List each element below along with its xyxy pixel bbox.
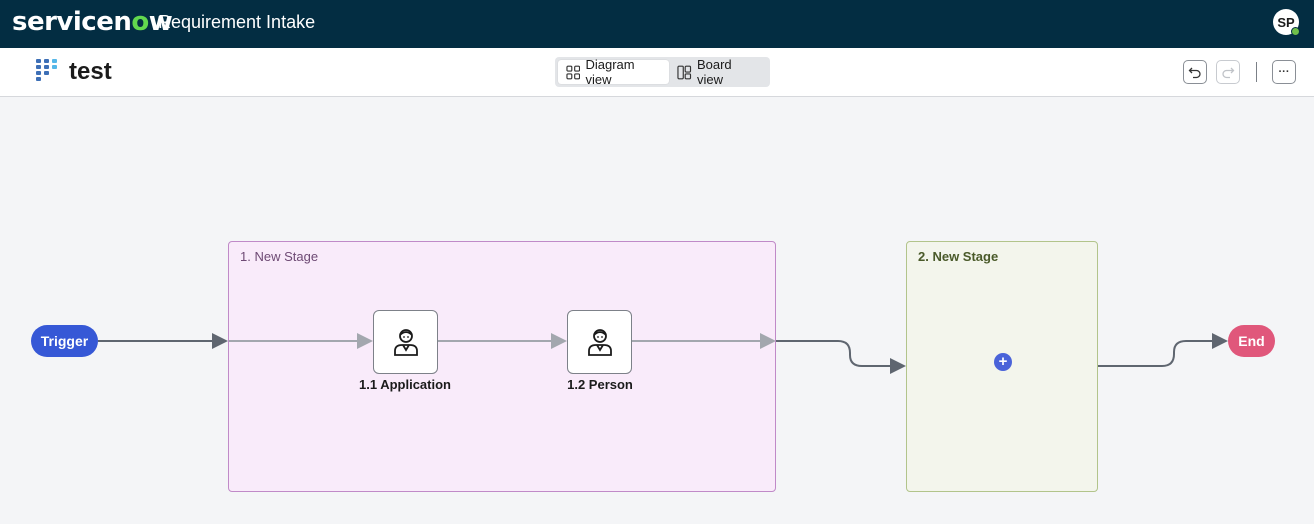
stage-2-label: 2. New Stage [918, 249, 999, 264]
trigger-label: Trigger [40, 333, 89, 349]
diagram-canvas[interactable]: 1. New Stage 2. New Stage Trigger End [0, 97, 1314, 524]
diagram-icon [566, 65, 581, 79]
view-toggle: Diagram view Board view [555, 57, 770, 87]
undo-icon [1188, 67, 1201, 79]
servicenow-logo[interactable]: servicenow [12, 7, 173, 37]
activity-label-application: 1.1 Application [359, 377, 451, 392]
trigger-node[interactable]: Trigger [31, 325, 98, 357]
activity-label-person: 1.2 Person [567, 377, 633, 392]
diagram-view-label: Diagram view [585, 57, 635, 87]
top-header: servicenow Requirement Intake SP [0, 0, 1314, 48]
presence-indicator [1291, 27, 1300, 36]
brand-accent-letter: o [131, 7, 149, 37]
add-activity-button[interactable]: + [994, 353, 1012, 371]
activity-node-person[interactable] [567, 310, 632, 374]
process-title: test [69, 58, 112, 85]
end-label: End [1238, 333, 1265, 349]
board-view-button[interactable]: Board view [669, 57, 767, 87]
undo-button[interactable] [1183, 60, 1207, 84]
more-options-button[interactable]: ··· [1272, 60, 1296, 84]
app-title: Requirement Intake [158, 12, 316, 32]
process-icon [36, 59, 57, 81]
brand-text: servicenow [12, 7, 173, 37]
redo-button[interactable] [1216, 60, 1240, 84]
stage-1-label: 1. New Stage [240, 249, 319, 264]
activity-node-application[interactable] [373, 310, 438, 374]
user-avatar[interactable]: SP [1273, 9, 1300, 36]
person-icon [393, 329, 418, 356]
toolbar-divider [1256, 62, 1257, 82]
redo-icon [1222, 67, 1235, 79]
diagram-view-button[interactable]: Diagram view [558, 57, 670, 87]
edge-stage1-stage2 [776, 340, 906, 374]
flow-connectors [98, 333, 1228, 374]
more-options-icon: ··· [1278, 65, 1290, 78]
board-icon [677, 65, 692, 79]
stage-1[interactable]: 1. New Stage [228, 241, 776, 492]
end-node[interactable]: End [1228, 325, 1275, 357]
edge-stage2-end [1098, 333, 1228, 367]
user-initials: SP [1277, 14, 1295, 30]
person-icon [587, 329, 612, 356]
process-toolbar: test Diagram view Board view ··· [0, 48, 1314, 97]
board-view-label: Board view [696, 57, 732, 87]
